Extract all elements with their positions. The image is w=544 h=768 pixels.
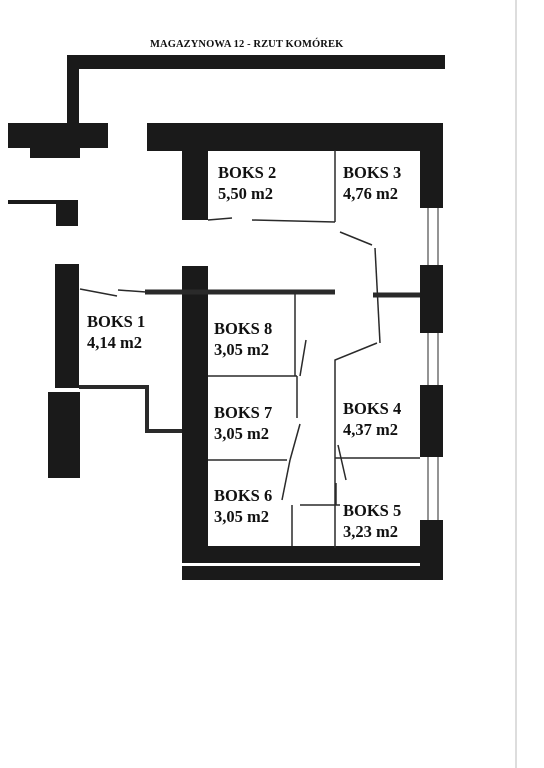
room-area: 4,76 m2: [343, 184, 398, 203]
thin-walls: [79, 0, 517, 768]
room-label-boks-1: BOKS 1 4,14 m2: [87, 311, 145, 353]
wall-segment: [182, 148, 208, 220]
wall-segment: [420, 265, 443, 333]
wall-segment: [182, 266, 208, 562]
wall-segment: [182, 546, 443, 563]
room-area: 5,50 m2: [218, 184, 273, 203]
room-name: BOKS 5: [343, 501, 402, 520]
plan-title: MAGAZYNOWA 12 - RZUT KOMÓREK: [150, 39, 344, 50]
room-area: 4,37 m2: [343, 420, 398, 439]
room-name: BOKS 2: [218, 163, 277, 182]
wall-segment: [147, 123, 443, 151]
room-area: 3,05 m2: [214, 424, 269, 443]
room-name: BOKS 4: [343, 399, 402, 418]
room-label-boks-8: BOKS 8 3,05 m2: [214, 318, 272, 360]
wall-segment: [420, 385, 443, 457]
room-area: 3,05 m2: [214, 340, 269, 359]
wall-segment: [67, 55, 445, 69]
room-name: BOKS 8: [214, 319, 273, 338]
wall-segment: [182, 566, 443, 580]
wall-segment: [420, 123, 443, 208]
room-name: BOKS 1: [87, 312, 146, 331]
room-name: BOKS 7: [214, 403, 273, 422]
room-area: 3,05 m2: [214, 507, 269, 526]
room-name: BOKS 3: [343, 163, 402, 182]
thick-walls: [8, 55, 445, 580]
wall-segment: [8, 200, 78, 204]
room-area: 3,23 m2: [343, 522, 398, 541]
room-area: 4,14 m2: [87, 333, 142, 352]
wall-segment: [30, 146, 80, 158]
wall-segment: [8, 123, 108, 148]
room-name: BOKS 6: [214, 486, 273, 505]
wall-segment: [56, 202, 78, 226]
wall-segment: [55, 264, 79, 388]
room-label-boks-7: BOKS 7 3,05 m2: [214, 402, 272, 444]
wall-segment: [48, 392, 80, 478]
room-label-boks-3: BOKS 3 4,76 m2: [343, 162, 401, 204]
room-label-boks-2: BOKS 2 5,50 m2: [218, 162, 276, 204]
room-label-boks-5: BOKS 5 3,23 m2: [343, 500, 401, 542]
room-label-boks-6: BOKS 6 3,05 m2: [214, 485, 272, 527]
wall-segment: [67, 55, 79, 123]
room-label-boks-4: BOKS 4 4,37 m2: [343, 398, 401, 440]
